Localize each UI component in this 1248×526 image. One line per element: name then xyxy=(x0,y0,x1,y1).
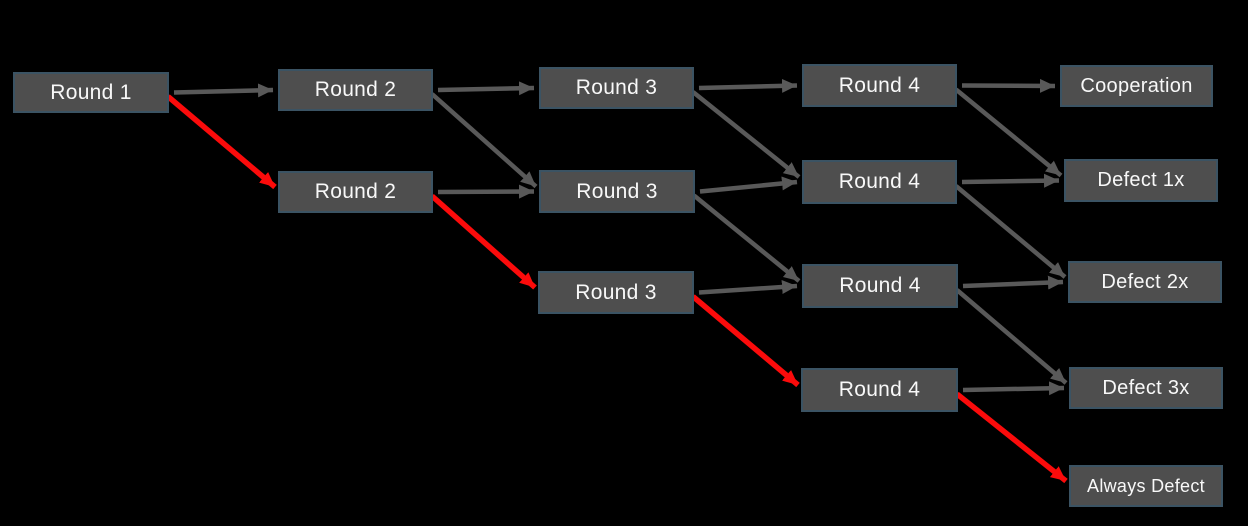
node-outcome-defect-1x: Defect 1x xyxy=(1064,159,1218,202)
node-round-3-row1: Round 3 xyxy=(539,67,694,109)
edge-r4b-d2 xyxy=(954,184,1067,279)
node-round-3-row2: Round 3 xyxy=(539,170,695,213)
edge-r1-r2a xyxy=(173,83,274,98)
edge-r3b-r4b xyxy=(699,176,798,194)
edge-r3b-r4c xyxy=(692,193,801,283)
edge-r3c-r4d xyxy=(691,294,800,388)
node-outcome-defect-2x: Defect 2x xyxy=(1068,261,1222,303)
node-round-4-row4: Round 4 xyxy=(801,368,958,412)
node-outcome-defect-3x: Defect 3x xyxy=(1069,367,1223,409)
node-outcome-cooperation: Cooperation xyxy=(1060,65,1213,107)
node-round-1: Round 1 xyxy=(13,72,169,113)
edge-r4c-d2 xyxy=(962,275,1064,290)
node-outcome-always-defect: Always Defect xyxy=(1069,465,1223,507)
edge-r2b-r3c xyxy=(430,193,537,290)
edge-r4a-coop xyxy=(961,78,1056,93)
node-round-2-row2: Round 2 xyxy=(278,171,433,213)
node-round-4-row3: Round 4 xyxy=(802,264,958,308)
edge-r1-r2b xyxy=(166,94,277,190)
edge-r3c-r4c xyxy=(698,280,798,295)
node-round-4-row2: Round 4 xyxy=(802,160,957,204)
edge-r2a-r3b xyxy=(430,92,538,189)
edge-r4c-d3 xyxy=(955,288,1068,385)
node-round-4-row1: Round 4 xyxy=(802,64,957,107)
edge-r4a-d1 xyxy=(954,87,1063,178)
edge-r2b-r3b xyxy=(437,184,535,199)
node-round-3-row3: Round 3 xyxy=(538,271,694,314)
edge-r3a-r4b xyxy=(691,90,801,179)
edge-r2a-r3a xyxy=(437,81,535,96)
node-round-2-row1: Round 2 xyxy=(278,69,433,111)
edge-r4d-ad xyxy=(955,391,1068,484)
edge-r4d-d3 xyxy=(962,381,1065,396)
edge-r3a-r4a xyxy=(698,78,798,93)
edge-r4b-d1 xyxy=(961,173,1060,188)
